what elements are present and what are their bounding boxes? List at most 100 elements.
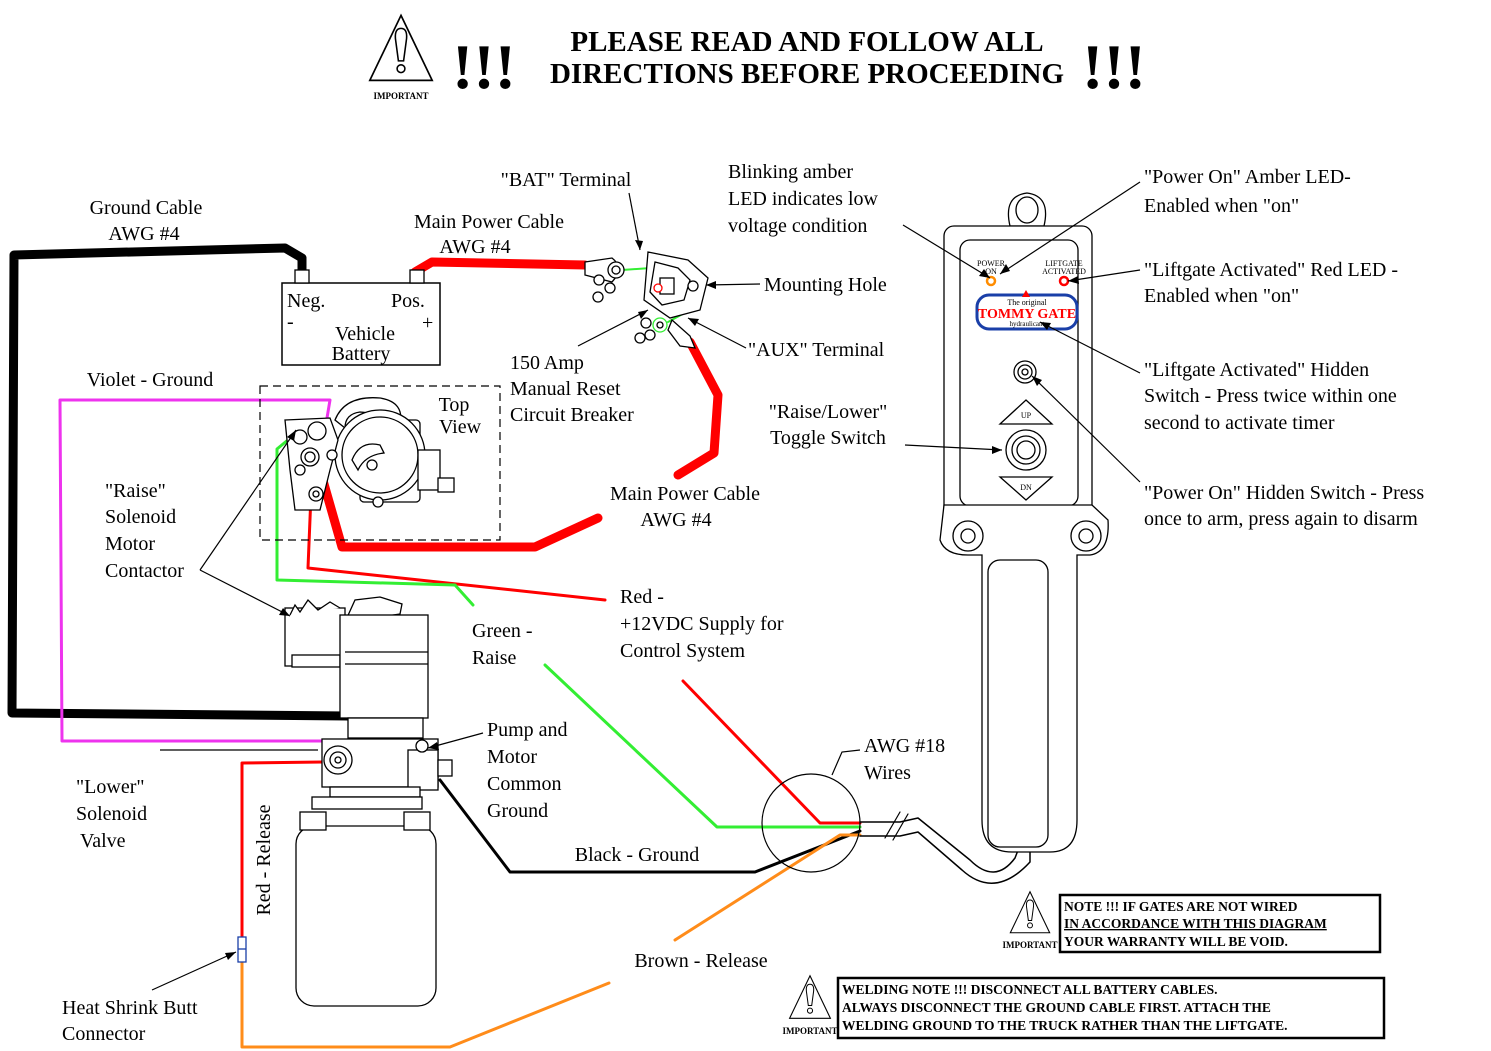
awg18-wire-bundle (761, 773, 861, 873)
lower-solenoid-label-2: Solenoid (76, 803, 147, 825)
liftgate-activated-led (1058, 275, 1070, 287)
welding-important-icon (789, 975, 831, 1019)
brown-release-wire-upper (673, 833, 862, 942)
ground-cable-label-2: AWG #4 (108, 223, 179, 245)
black-ground-label: Black - Ground (575, 844, 699, 866)
liftgate-switch-label-3: second to activate timer (1144, 412, 1335, 434)
heat-shrink-label-1: Heat Shrink Butt (62, 997, 198, 1019)
battery-label-1: Vehicle (335, 323, 395, 345)
welding-note: IMPORTANT WELDING NOTE !!! DISCONNECT AL… (782, 975, 1386, 1040)
power-on-text-1: POWER (977, 259, 1006, 268)
violet-ground-wire (58, 398, 332, 743)
raise-solenoid-label-1: "Raise" (105, 480, 166, 502)
top-view-label-1: Top (439, 394, 470, 416)
logo-bottom-text: hydraulicant (1010, 320, 1045, 328)
violet-ground-label: Violet - Ground (87, 369, 214, 391)
power-on-text-2: ON (985, 267, 997, 276)
liftgate-switch-label-2: Switch - Press twice within one (1144, 385, 1397, 407)
welding-note-line-1: WELDING NOTE !!! DISCONNECT ALL BATTERY … (842, 982, 1217, 997)
brown-release-label: Brown - Release (634, 950, 767, 972)
bat-terminal-label: "BAT" Terminal (501, 169, 632, 191)
battery-minus-label: - (287, 311, 294, 333)
raise-lower-label-2: Toggle Switch (770, 427, 886, 449)
top-view-motor (284, 397, 455, 511)
liftgate-led-label-2: Enabled when "on" (1144, 285, 1299, 307)
red-supply-label-3: Control System (620, 640, 745, 662)
power-switch-label-2: once to arm, press again to disarm (1144, 508, 1418, 530)
logo-top-text: The original (1007, 298, 1047, 307)
labels: Ground Cable AWG #4 Main Power Cable AWG… (62, 161, 1424, 1045)
pump-label-3: Common (487, 773, 561, 795)
liftgate-led-label-1: "Liftgate Activated" Red LED - (1144, 259, 1398, 281)
red-supply-wire-lower (681, 679, 862, 825)
red-supply-label-2: +12VDC Supply for (620, 613, 784, 635)
power-led-label-2: Enabled when "on" (1144, 195, 1299, 217)
blink-label-3: voltage condition (728, 215, 867, 237)
brown-release-wire (240, 958, 611, 1049)
aux-terminal-label: "AUX" Terminal (748, 339, 885, 361)
awg18-label-1: AWG #18 (864, 735, 945, 757)
pump-label-2: Motor (487, 746, 537, 768)
breaker-label-3: Circuit Breaker (510, 404, 634, 426)
main-power-cable-lower (315, 465, 603, 552)
main-power-cable-mid (673, 337, 723, 480)
blink-label-1: Blinking amber (728, 161, 853, 183)
blink-label-2: LED indicates low (728, 188, 879, 210)
remote-cable-2 (859, 831, 1031, 884)
important-label: IMPORTANT (373, 91, 428, 101)
battery-neg-label: Neg. (287, 290, 325, 312)
red-release-label: Red - Release (253, 804, 275, 915)
red-supply-label-1: Red - (620, 586, 664, 608)
top-view-box (259, 385, 501, 541)
green-raise-wire (275, 428, 475, 607)
warranty-note-line-1: NOTE !!! IF GATES ARE NOT WIRED (1064, 899, 1298, 914)
dn-label: DN (1020, 483, 1032, 492)
pump-label-4: Ground (487, 800, 548, 822)
power-on-led (985, 275, 997, 287)
tommy-gate-logo: The original TOMMY GATE hydraulicant (975, 290, 1079, 331)
pump-label-1: Pump and (487, 719, 568, 741)
mounting-hole-label: Mounting Hole (764, 274, 887, 296)
awg18-label-2: Wires (864, 762, 911, 784)
warranty-note-line-2: IN ACCORDANCE WITH THIS DIAGRAM (1064, 916, 1327, 931)
warranty-note-line-3: YOUR WARRANTY WILL BE VOID. (1064, 934, 1288, 949)
breaker-label-2: Manual Reset (510, 378, 621, 400)
welding-important-label: IMPORTANT (782, 1026, 837, 1036)
power-switch-label-1: "Power On" Hidden Switch - Press (1144, 482, 1424, 504)
power-led-label-1: "Power On" Amber LED- (1144, 166, 1351, 188)
heat-shrink-butt-connector (237, 936, 247, 963)
main-power-top-label-2: AWG #4 (439, 236, 510, 258)
exclaim-right: !!! (1082, 31, 1146, 102)
main-power-mid-label-1: Main Power Cable (610, 483, 760, 505)
important-warning-icon (368, 14, 434, 82)
pump-motor-unit (284, 596, 453, 1007)
up-label: UP (1021, 411, 1032, 420)
warranty-important-icon (1009, 891, 1051, 934)
green-raise-label-2: Raise (472, 647, 517, 669)
top-view-label-2: View (439, 416, 482, 438)
warranty-note: IMPORTANT NOTE !!! IF GATES ARE NOT WIRE… (1002, 891, 1382, 954)
liftgate-switch-label-1: "Liftgate Activated" Hidden (1144, 359, 1369, 381)
liftgate-text-2: ACTIVATED (1042, 267, 1086, 276)
raise-solenoid-label-4: Contactor (105, 560, 184, 582)
main-power-top-label-1: Main Power Cable (414, 211, 564, 233)
green-raise-wire-lower (543, 663, 862, 829)
lower-solenoid-label-1: "Lower" (76, 776, 145, 798)
remote-cable (859, 817, 1021, 873)
circuit-breaker (584, 251, 709, 349)
green-raise-label-1: Green - (472, 620, 533, 642)
leader-lines (151, 181, 1141, 991)
main-power-cable-top (410, 257, 590, 277)
breaker-label-1: 150 Amp (510, 352, 584, 374)
liftgate-text-1: LIFTGATE (1045, 259, 1082, 268)
raise-lower-label-1: "Raise/Lower" (769, 401, 888, 423)
battery-pos-label: Pos. (391, 290, 425, 312)
black-ground-wire (438, 778, 862, 874)
main-power-mid-label-2: AWG #4 (640, 509, 711, 531)
battery-label-2: Battery (332, 343, 391, 365)
welding-note-line-3: WELDING GROUND TO THE TRUCK RATHER THAN … (842, 1018, 1287, 1033)
lower-solenoid-label-3: Valve (80, 830, 126, 852)
header-line-1: PLEASE READ AND FOLLOW ALL (570, 26, 1043, 58)
logo-main-text: TOMMY GATE (978, 307, 1076, 322)
